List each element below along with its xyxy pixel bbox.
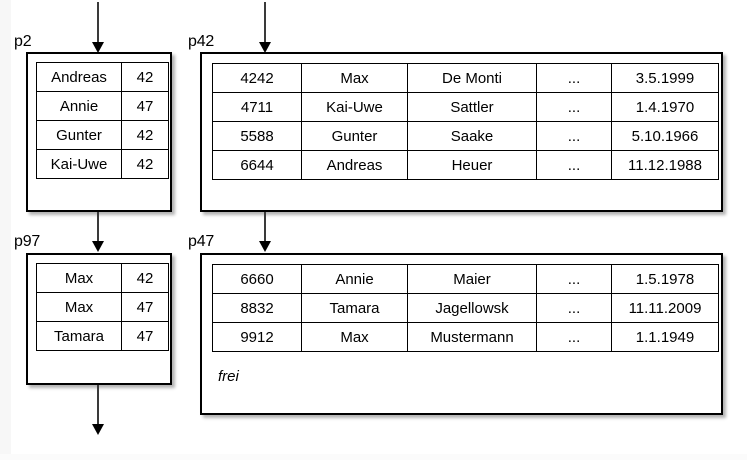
table-row: Gunter 42 (36, 120, 169, 150)
table-row: 9912 Max Mustermann ... 1.1.1949 (212, 322, 719, 352)
cell-more: ... (536, 150, 612, 180)
cell-date: 1.4.1970 (611, 92, 719, 122)
page-box-p2: Andreas 42 Annie 47 Gunter 42 Kai-Uwe 42 (26, 52, 172, 212)
cell-name: Max (36, 292, 122, 322)
cell-firstname: Tamara (301, 293, 408, 323)
cell-id: 9912 (212, 322, 302, 352)
arrow-out-of-p97 (92, 385, 104, 437)
cell-hash: 47 (121, 292, 169, 322)
page-box-p42: 4242 Max De Monti ... 3.5.1999 4711 Kai-… (200, 52, 723, 212)
cell-more: ... (536, 92, 612, 122)
cell-more: ... (536, 293, 612, 323)
table-p47: 6660 Annie Maier ... 1.5.1978 8832 Tamar… (212, 264, 719, 352)
cell-lastname: Sattler (407, 92, 537, 122)
cell-date: 1.5.1978 (611, 264, 719, 294)
arrow-into-p2 (92, 2, 104, 54)
cell-date: 1.1.1949 (611, 322, 719, 352)
page-label-p97: p97 (14, 233, 41, 250)
cell-hash: 42 (121, 120, 169, 150)
table-row: 8832 Tamara Jagellowsk ... 11.11.2009 (212, 293, 719, 323)
arrow-p2-to-p97 (92, 212, 104, 254)
table-row: Annie 47 (36, 91, 169, 121)
cell-lastname: Jagellowsk (407, 293, 537, 323)
cell-firstname: Annie (301, 264, 408, 294)
cell-firstname: Max (301, 63, 408, 93)
cell-date: 5.10.1966 (611, 121, 719, 151)
cell-hash: 42 (121, 263, 169, 293)
cell-hash: 47 (121, 91, 169, 121)
cell-name: Tamara (36, 321, 122, 351)
cell-hash: 47 (121, 321, 169, 351)
cell-name: Andreas (36, 62, 122, 92)
table-row: 6644 Andreas Heuer ... 11.12.1988 (212, 150, 719, 180)
table-row: 6660 Annie Maier ... 1.5.1978 (212, 264, 719, 294)
cell-name: Max (36, 263, 122, 293)
page-label-p2: p2 (14, 33, 32, 50)
cell-id: 4242 (212, 63, 302, 93)
cell-id: 4711 (212, 92, 302, 122)
page-box-p47: 6660 Annie Maier ... 1.5.1978 8832 Tamar… (200, 253, 723, 415)
cell-id: 8832 (212, 293, 302, 323)
cell-firstname: Max (301, 322, 408, 352)
free-space-label: frei (218, 368, 239, 385)
page-box-p97: Max 42 Max 47 Tamara 47 (26, 253, 172, 385)
cell-name: Gunter (36, 120, 122, 150)
page-edge-strip-bottom (0, 454, 747, 460)
cell-firstname: Gunter (301, 121, 408, 151)
cell-hash: 42 (121, 149, 169, 179)
table-row: 4711 Kai-Uwe Sattler ... 1.4.1970 (212, 92, 719, 122)
cell-more: ... (536, 322, 612, 352)
cell-firstname: Kai-Uwe (301, 92, 408, 122)
table-row: 4242 Max De Monti ... 3.5.1999 (212, 63, 719, 93)
arrow-into-p42 (259, 2, 271, 54)
cell-id: 5588 (212, 121, 302, 151)
cell-lastname: De Monti (407, 63, 537, 93)
table-p97: Max 42 Max 47 Tamara 47 (36, 263, 169, 351)
table-row: Tamara 47 (36, 321, 169, 351)
table-p42: 4242 Max De Monti ... 3.5.1999 4711 Kai-… (212, 63, 719, 180)
table-row: Andreas 42 (36, 62, 169, 92)
cell-date: 3.5.1999 (611, 63, 719, 93)
cell-lastname: Mustermann (407, 322, 537, 352)
cell-firstname: Andreas (301, 150, 408, 180)
page-label-p42: p42 (188, 33, 215, 50)
cell-lastname: Heuer (407, 150, 537, 180)
cell-more: ... (536, 63, 612, 93)
arrow-p42-to-p47 (259, 212, 271, 254)
cell-name: Kai-Uwe (36, 149, 122, 179)
table-p2: Andreas 42 Annie 47 Gunter 42 Kai-Uwe 42 (36, 62, 169, 179)
page-edge-strip-left (0, 0, 11, 460)
table-row: Max 42 (36, 263, 169, 293)
table-row: 5588 Gunter Saake ... 5.10.1966 (212, 121, 719, 151)
cell-more: ... (536, 264, 612, 294)
cell-id: 6644 (212, 150, 302, 180)
cell-more: ... (536, 121, 612, 151)
cell-date: 11.12.1988 (611, 150, 719, 180)
page-label-p47: p47 (188, 233, 215, 250)
cell-hash: 42 (121, 62, 169, 92)
cell-id: 6660 (212, 264, 302, 294)
table-row: Kai-Uwe 42 (36, 149, 169, 179)
cell-date: 11.11.2009 (611, 293, 719, 323)
cell-lastname: Maier (407, 264, 537, 294)
cell-lastname: Saake (407, 121, 537, 151)
table-row: Max 47 (36, 292, 169, 322)
cell-name: Annie (36, 91, 122, 121)
